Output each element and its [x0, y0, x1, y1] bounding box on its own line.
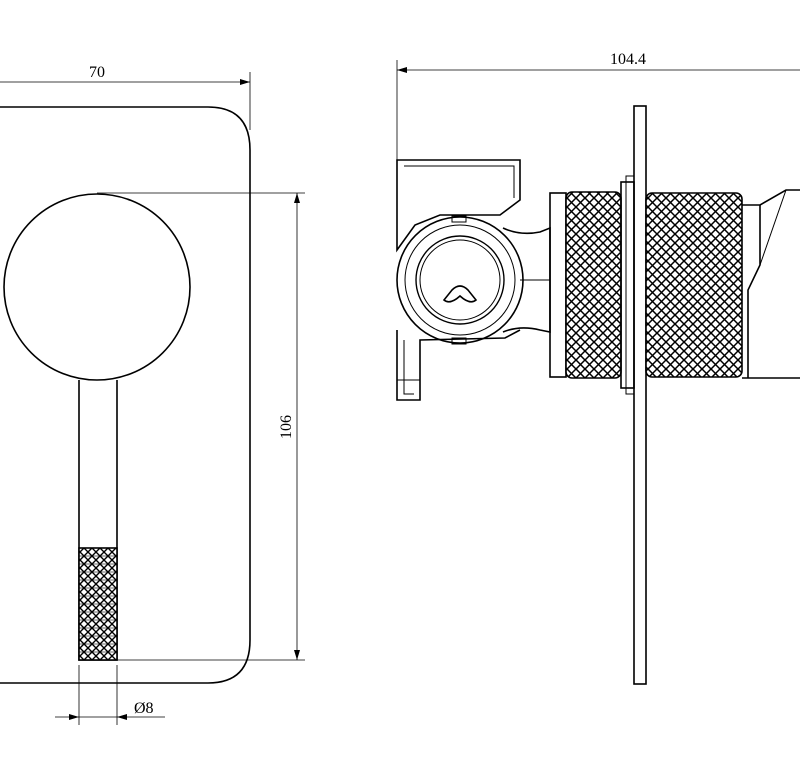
diameter-label: Ø8: [134, 700, 154, 717]
width-dimension: 70: [0, 64, 251, 130]
width-label: 70: [89, 64, 105, 81]
knurled-sleeve: [565, 191, 622, 379]
height-dimension: 106: [97, 192, 305, 661]
valve-body: [396, 159, 521, 253]
depth-dimension: 104.4: [396, 51, 800, 160]
cover-plate: [0, 106, 251, 684]
lever-knurled-grip: [78, 547, 118, 661]
wall-plate: [633, 105, 647, 685]
valve-bracket: [396, 329, 521, 401]
lever-arm: [742, 189, 800, 206]
flange-ring: [620, 181, 635, 389]
handle-disc: [3, 193, 191, 381]
diameter-dimension: Ø8: [55, 665, 165, 725]
cartridge-collar: [549, 192, 567, 378]
knurled-handle-hub: [645, 192, 743, 378]
inlet-v-mark: [442, 285, 478, 303]
side-view: 104.4: [396, 51, 800, 685]
depth-label: 104.4: [610, 51, 646, 68]
front-view: 70 106 Ø8: [0, 64, 305, 725]
height-label: 106: [278, 415, 295, 439]
inlet-port: [396, 215, 524, 345]
